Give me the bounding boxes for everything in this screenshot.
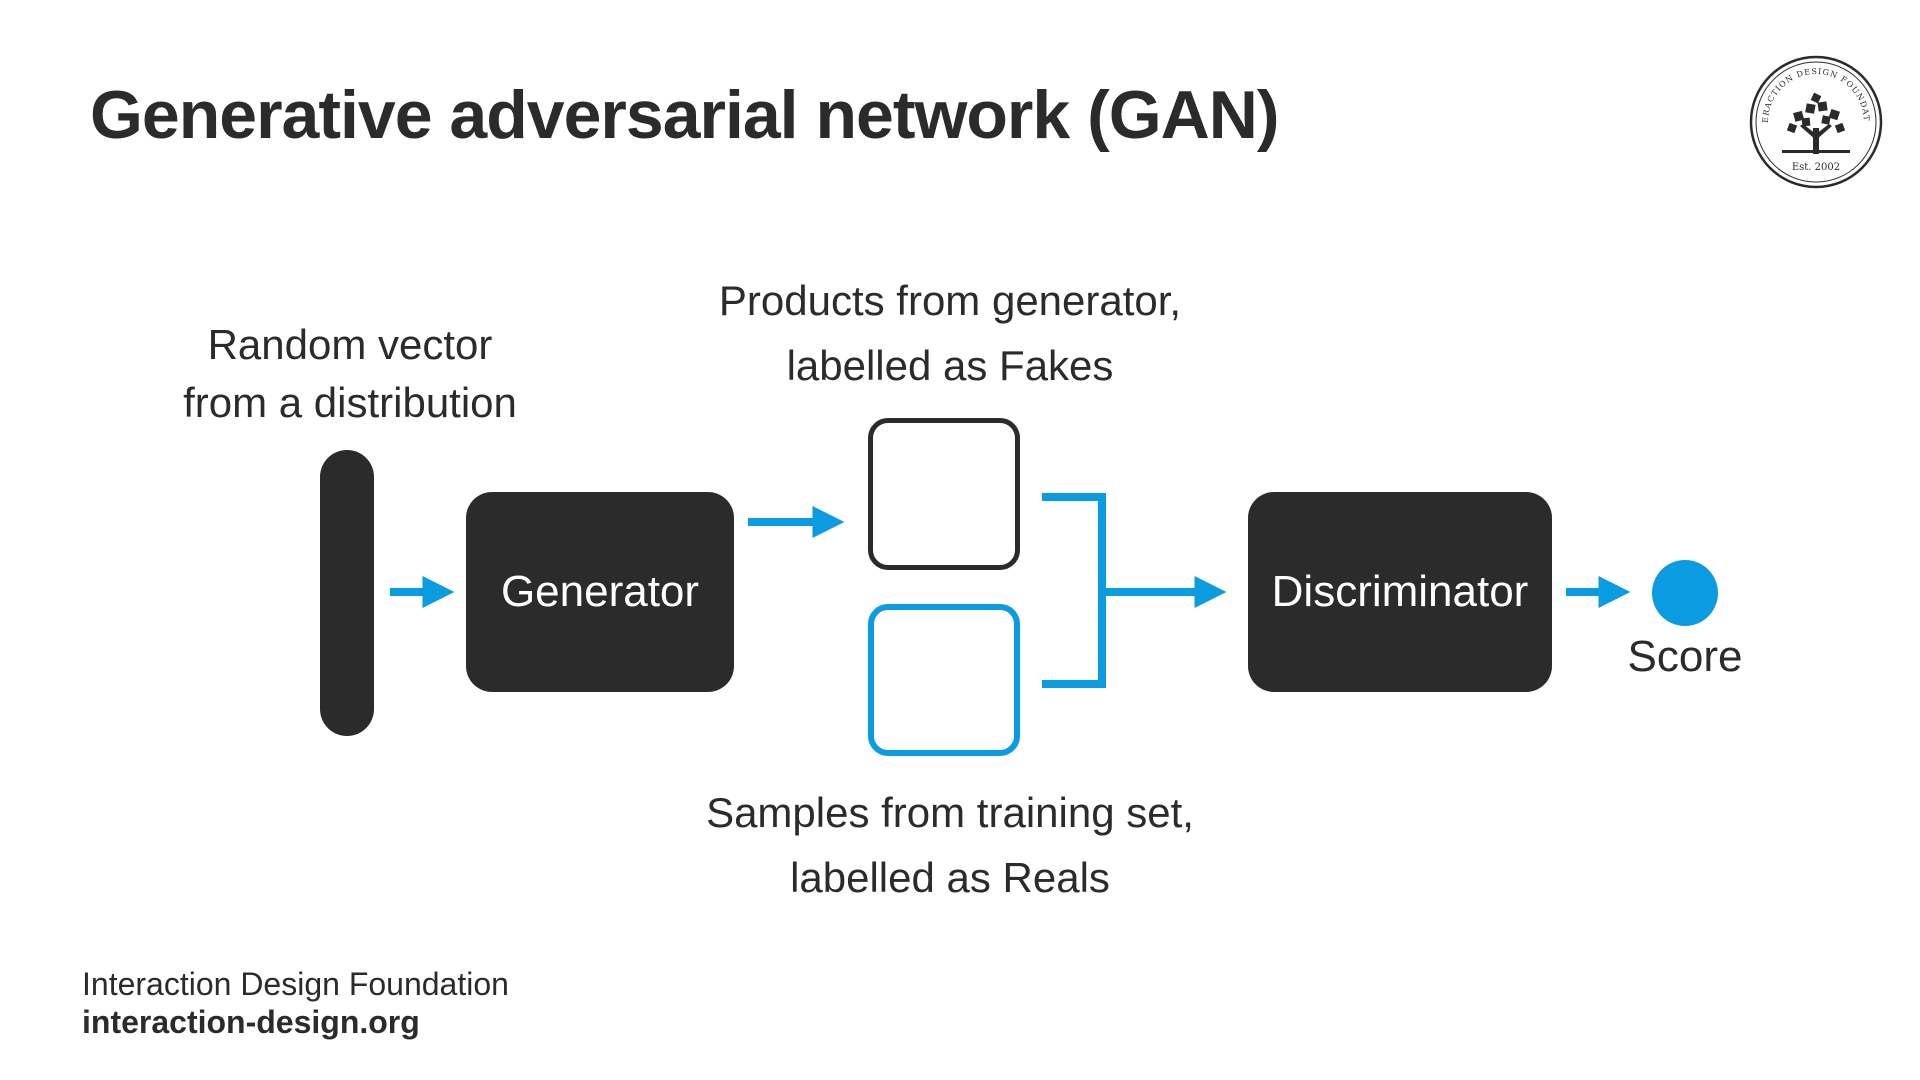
- random-vector-bar: [320, 450, 374, 736]
- samples-caption-line-1: Samples from training set,: [706, 789, 1194, 836]
- real-sample-box: [868, 604, 1020, 756]
- discriminator-block: Discriminator: [1248, 492, 1552, 692]
- logo-est-text: Est. 2002: [1792, 162, 1840, 173]
- foundation-logo: INTERACTION DESIGN FOUNDATION Est. 2002: [1744, 47, 1884, 190]
- score-label: Score: [1627, 632, 1743, 681]
- score-dot: [1652, 560, 1718, 626]
- footer-url-link[interactable]: interaction-design.org: [82, 1004, 420, 1040]
- tree-logo-icon: INTERACTION DESIGN FOUNDATION Est. 2002: [1744, 47, 1883, 189]
- page-title: Generative adversarial network (GAN): [90, 77, 1279, 153]
- bracket-fakes-reals: [1042, 493, 1106, 688]
- random-vector-caption-line-2: from a distribution: [183, 378, 517, 426]
- products-caption-line-1: Products from generator,: [718, 277, 1182, 324]
- generator-label: Generator: [500, 567, 700, 616]
- products-caption: Products from generator, labelled as Fak…: [660, 268, 1240, 398]
- random-vector-caption-line-1: Random vector: [207, 321, 493, 368]
- footer-organization: Interaction Design Foundation: [82, 966, 509, 1002]
- samples-caption: Samples from training set, labelled as R…: [660, 780, 1240, 910]
- discriminator-label: Discriminator: [1271, 567, 1529, 616]
- products-caption-line-2: labelled as Fakes: [786, 342, 1114, 390]
- fake-sample-box: [868, 418, 1020, 570]
- random-vector-caption: Random vector from a distribution: [110, 316, 590, 432]
- samples-caption-line-2: labelled as Reals: [790, 854, 1110, 902]
- generator-block: Generator: [466, 492, 734, 692]
